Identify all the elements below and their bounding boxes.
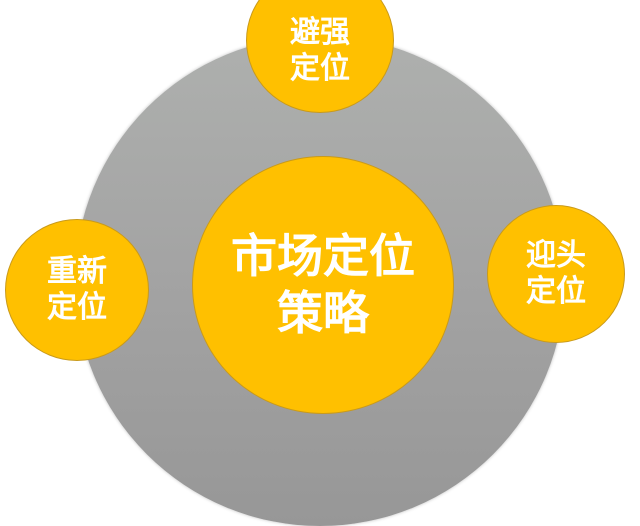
node-top-line2: 定位 — [290, 50, 350, 86]
center-label-line1: 市场定位 — [231, 228, 415, 283]
node-right: 迎头 定位 — [487, 205, 625, 343]
node-right-line2: 定位 — [526, 274, 586, 309]
node-right-line1: 迎头 — [526, 238, 586, 273]
node-left-line2: 定位 — [47, 290, 107, 325]
node-left: 重新 定位 — [5, 219, 149, 361]
center-node: 市场定位 策略 — [192, 156, 454, 414]
node-top-line1: 避强 — [290, 14, 350, 50]
node-top: 避强 定位 — [246, 0, 394, 113]
center-label-line2: 策略 — [277, 286, 369, 340]
node-left-line1: 重新 — [47, 254, 107, 289]
